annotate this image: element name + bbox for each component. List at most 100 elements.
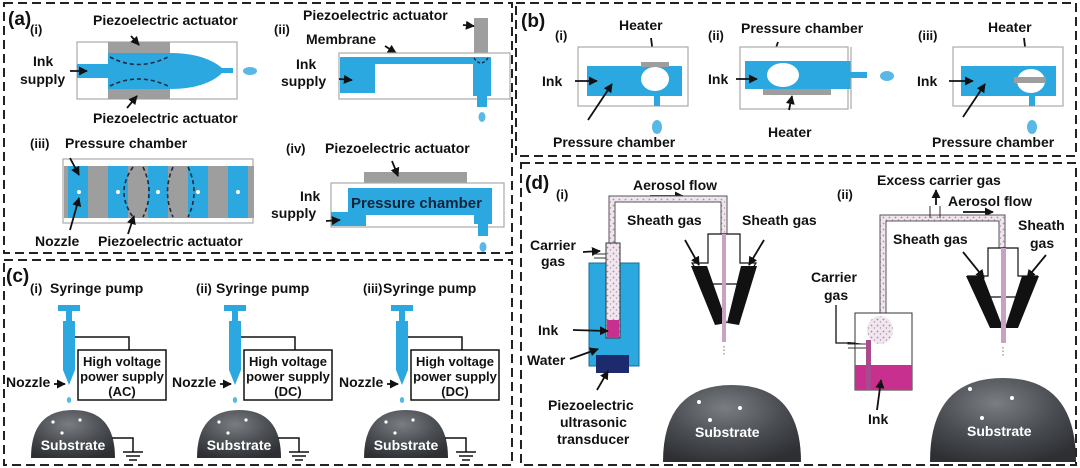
- label-a-iii-actuator: Piezoelectric actuator: [98, 233, 243, 249]
- diagram-d-ii: (ii) Excess carrier gas Aerosol flow Car…: [811, 172, 1076, 462]
- label-a-i-ink-supply-2: supply: [20, 71, 65, 87]
- label-c-pump: Syringe pump: [50, 280, 143, 296]
- subpanel-a-iv-label: (iv): [286, 141, 306, 156]
- label-d-i-transducer-1: Piezoelectric: [548, 397, 634, 413]
- label-a-ii-ink-supply-1: Ink: [296, 56, 316, 72]
- label-a-iv-ink-supply-2: supply: [271, 205, 316, 221]
- label-a-ii-ink-supply-2: supply: [281, 73, 326, 89]
- label-d-i-aerosol: Aerosol flow: [633, 177, 717, 193]
- label-d-i-water: Water: [527, 352, 566, 368]
- label-c-supply-2: power supply: [246, 369, 331, 384]
- label-d-i-sheath-right: Sheath gas: [742, 212, 817, 228]
- panel-a-label: (a): [8, 9, 31, 30]
- label-b-i-ink: Ink: [542, 73, 562, 89]
- label-c-supply-3: (DC): [441, 384, 468, 399]
- label-c-supply-1: High voltage: [416, 354, 494, 369]
- syringe-barrel: [229, 321, 241, 385]
- label-d-i-transducer-2: ultrasonic: [560, 414, 627, 430]
- substrate-d-i: [663, 385, 801, 462]
- label-c-supply-2: power supply: [80, 369, 165, 384]
- panel-b-label: (b): [521, 11, 545, 32]
- label-b-iii-heater: Heater: [988, 19, 1032, 35]
- panel-c-label: (c): [6, 266, 29, 287]
- label-d-ii-substrate: Substrate: [967, 423, 1032, 439]
- label-a-iii-chamber: Pressure chamber: [65, 135, 188, 151]
- label-d-ii-excess: Excess carrier gas: [877, 172, 1001, 188]
- label-b-iii-chamber: Pressure chamber: [932, 134, 1055, 150]
- diagram-a-iii: (iii) Pressure chamber Nozzle Piezoelect…: [30, 135, 254, 249]
- label-a-i-ink-supply-1: Ink: [33, 53, 53, 69]
- label-c-nozzle: Nozzle: [172, 374, 217, 390]
- label-d-i-substrate: Substrate: [695, 424, 760, 440]
- label-a-i-top-actuator: Piezoelectric actuator: [93, 12, 238, 28]
- label-d-ii-carrier-1: Carrier: [811, 269, 857, 285]
- label-c-supply-3: (DC): [274, 384, 301, 399]
- panel-c-unit: (ii) Syringe pump High voltage power sup…: [172, 280, 333, 461]
- label-a-ii-membrane: Membrane: [306, 31, 376, 47]
- substrate-d-ii: [930, 378, 1076, 462]
- label-d-ii-sheath-right-1: Sheath: [1018, 217, 1065, 233]
- diagram-a-i: (i) Piezoelectric actuator Ink supply Pi…: [20, 12, 257, 126]
- subpanel-a-iii-label: (iii): [30, 136, 50, 151]
- panel-c-units: (i) Syringe pump High voltage power supp…: [6, 280, 500, 461]
- syringe-plunger: [391, 305, 413, 311]
- label-b-ii-heater: Heater: [768, 124, 812, 140]
- label-d-ii-ink: Ink: [868, 411, 888, 427]
- power-supply-box: [410, 349, 500, 401]
- power-supply-box: [243, 349, 333, 401]
- label-b-i-heater: Heater: [619, 17, 663, 33]
- label-a-i-bottom-actuator: Piezoelectric actuator: [93, 110, 238, 126]
- subpanel-d-ii-label: (ii): [837, 187, 853, 202]
- subpanel-c-label: (i): [30, 281, 42, 296]
- label-c-pump: Syringe pump: [383, 280, 476, 296]
- label-c-supply-2: power supply: [413, 369, 498, 384]
- label-d-i-carrier-2: gas: [541, 253, 565, 269]
- label-a-ii-actuator: Piezoelectric actuator: [303, 7, 448, 23]
- subpanel-b-ii-label: (ii): [708, 28, 724, 43]
- droplet: [66, 397, 72, 403]
- label-c-pump: Syringe pump: [216, 280, 309, 296]
- subpanel-c-label: (iii): [363, 281, 383, 296]
- syringe-barrel: [63, 321, 75, 385]
- label-d-i-transducer-3: transducer: [557, 431, 630, 447]
- panel-d-label: (d): [525, 173, 549, 194]
- subpanel-c-label: (ii): [196, 281, 212, 296]
- panel-b-border: [515, 2, 1077, 157]
- label-b-iii-ink: Ink: [917, 73, 937, 89]
- label-b-ii-chamber: Pressure chamber: [741, 20, 864, 36]
- subpanel-d-i-label: (i): [556, 187, 568, 202]
- diagram-b-iii: (iii) Heater Ink Pressure chamber: [917, 19, 1064, 150]
- label-a-iv-chamber: Pressure chamber: [351, 195, 482, 212]
- panel-c-unit: (i) Syringe pump High voltage power supp…: [6, 280, 167, 461]
- panel-d-border: [520, 162, 1077, 466]
- label-d-ii-sheath-right-2: gas: [1030, 235, 1054, 251]
- label-c-substrate: Substrate: [374, 437, 439, 453]
- droplet: [232, 397, 238, 403]
- power-supply-box: [77, 349, 167, 401]
- diagram-a-ii: (ii) Piezoelectric actuator Membrane Ink…: [274, 7, 511, 122]
- label-c-nozzle: Nozzle: [6, 374, 51, 390]
- panel-c-unit: (iii) Syringe pump High voltage power su…: [339, 280, 500, 461]
- subpanel-a-ii-label: (ii): [274, 22, 290, 37]
- label-c-substrate: Substrate: [41, 437, 106, 453]
- diagram-a-iv: (iv) Piezoelectric actuator Pressure cha…: [271, 140, 505, 252]
- diagram-d-i: (i) Aerosol flow Carrier gas Ink Water P…: [527, 177, 817, 462]
- label-a-iv-ink-supply-1: Ink: [300, 188, 320, 204]
- label-c-supply-3: (AC): [108, 384, 135, 399]
- label-d-ii-sheath-left: Sheath gas: [893, 231, 968, 247]
- label-d-i-ink: Ink: [538, 322, 558, 338]
- label-d-i-sheath-left: Sheath gas: [627, 212, 702, 228]
- label-a-iv-actuator: Piezoelectric actuator: [325, 140, 470, 156]
- label-d-ii-carrier-2: gas: [824, 287, 848, 303]
- label-c-nozzle: Nozzle: [339, 374, 384, 390]
- label-b-i-chamber: Pressure chamber: [553, 134, 676, 150]
- syringe-barrel: [396, 321, 408, 385]
- panel-a-border: [3, 2, 513, 254]
- diagram-b-ii: (ii) Pressure chamber Ink Heater: [708, 20, 894, 140]
- label-c-substrate: Substrate: [207, 437, 272, 453]
- droplet: [399, 397, 405, 403]
- subpanel-a-i-label: (i): [30, 22, 42, 37]
- subpanel-b-iii-label: (iii): [918, 28, 938, 43]
- label-d-i-carrier-1: Carrier: [530, 237, 576, 253]
